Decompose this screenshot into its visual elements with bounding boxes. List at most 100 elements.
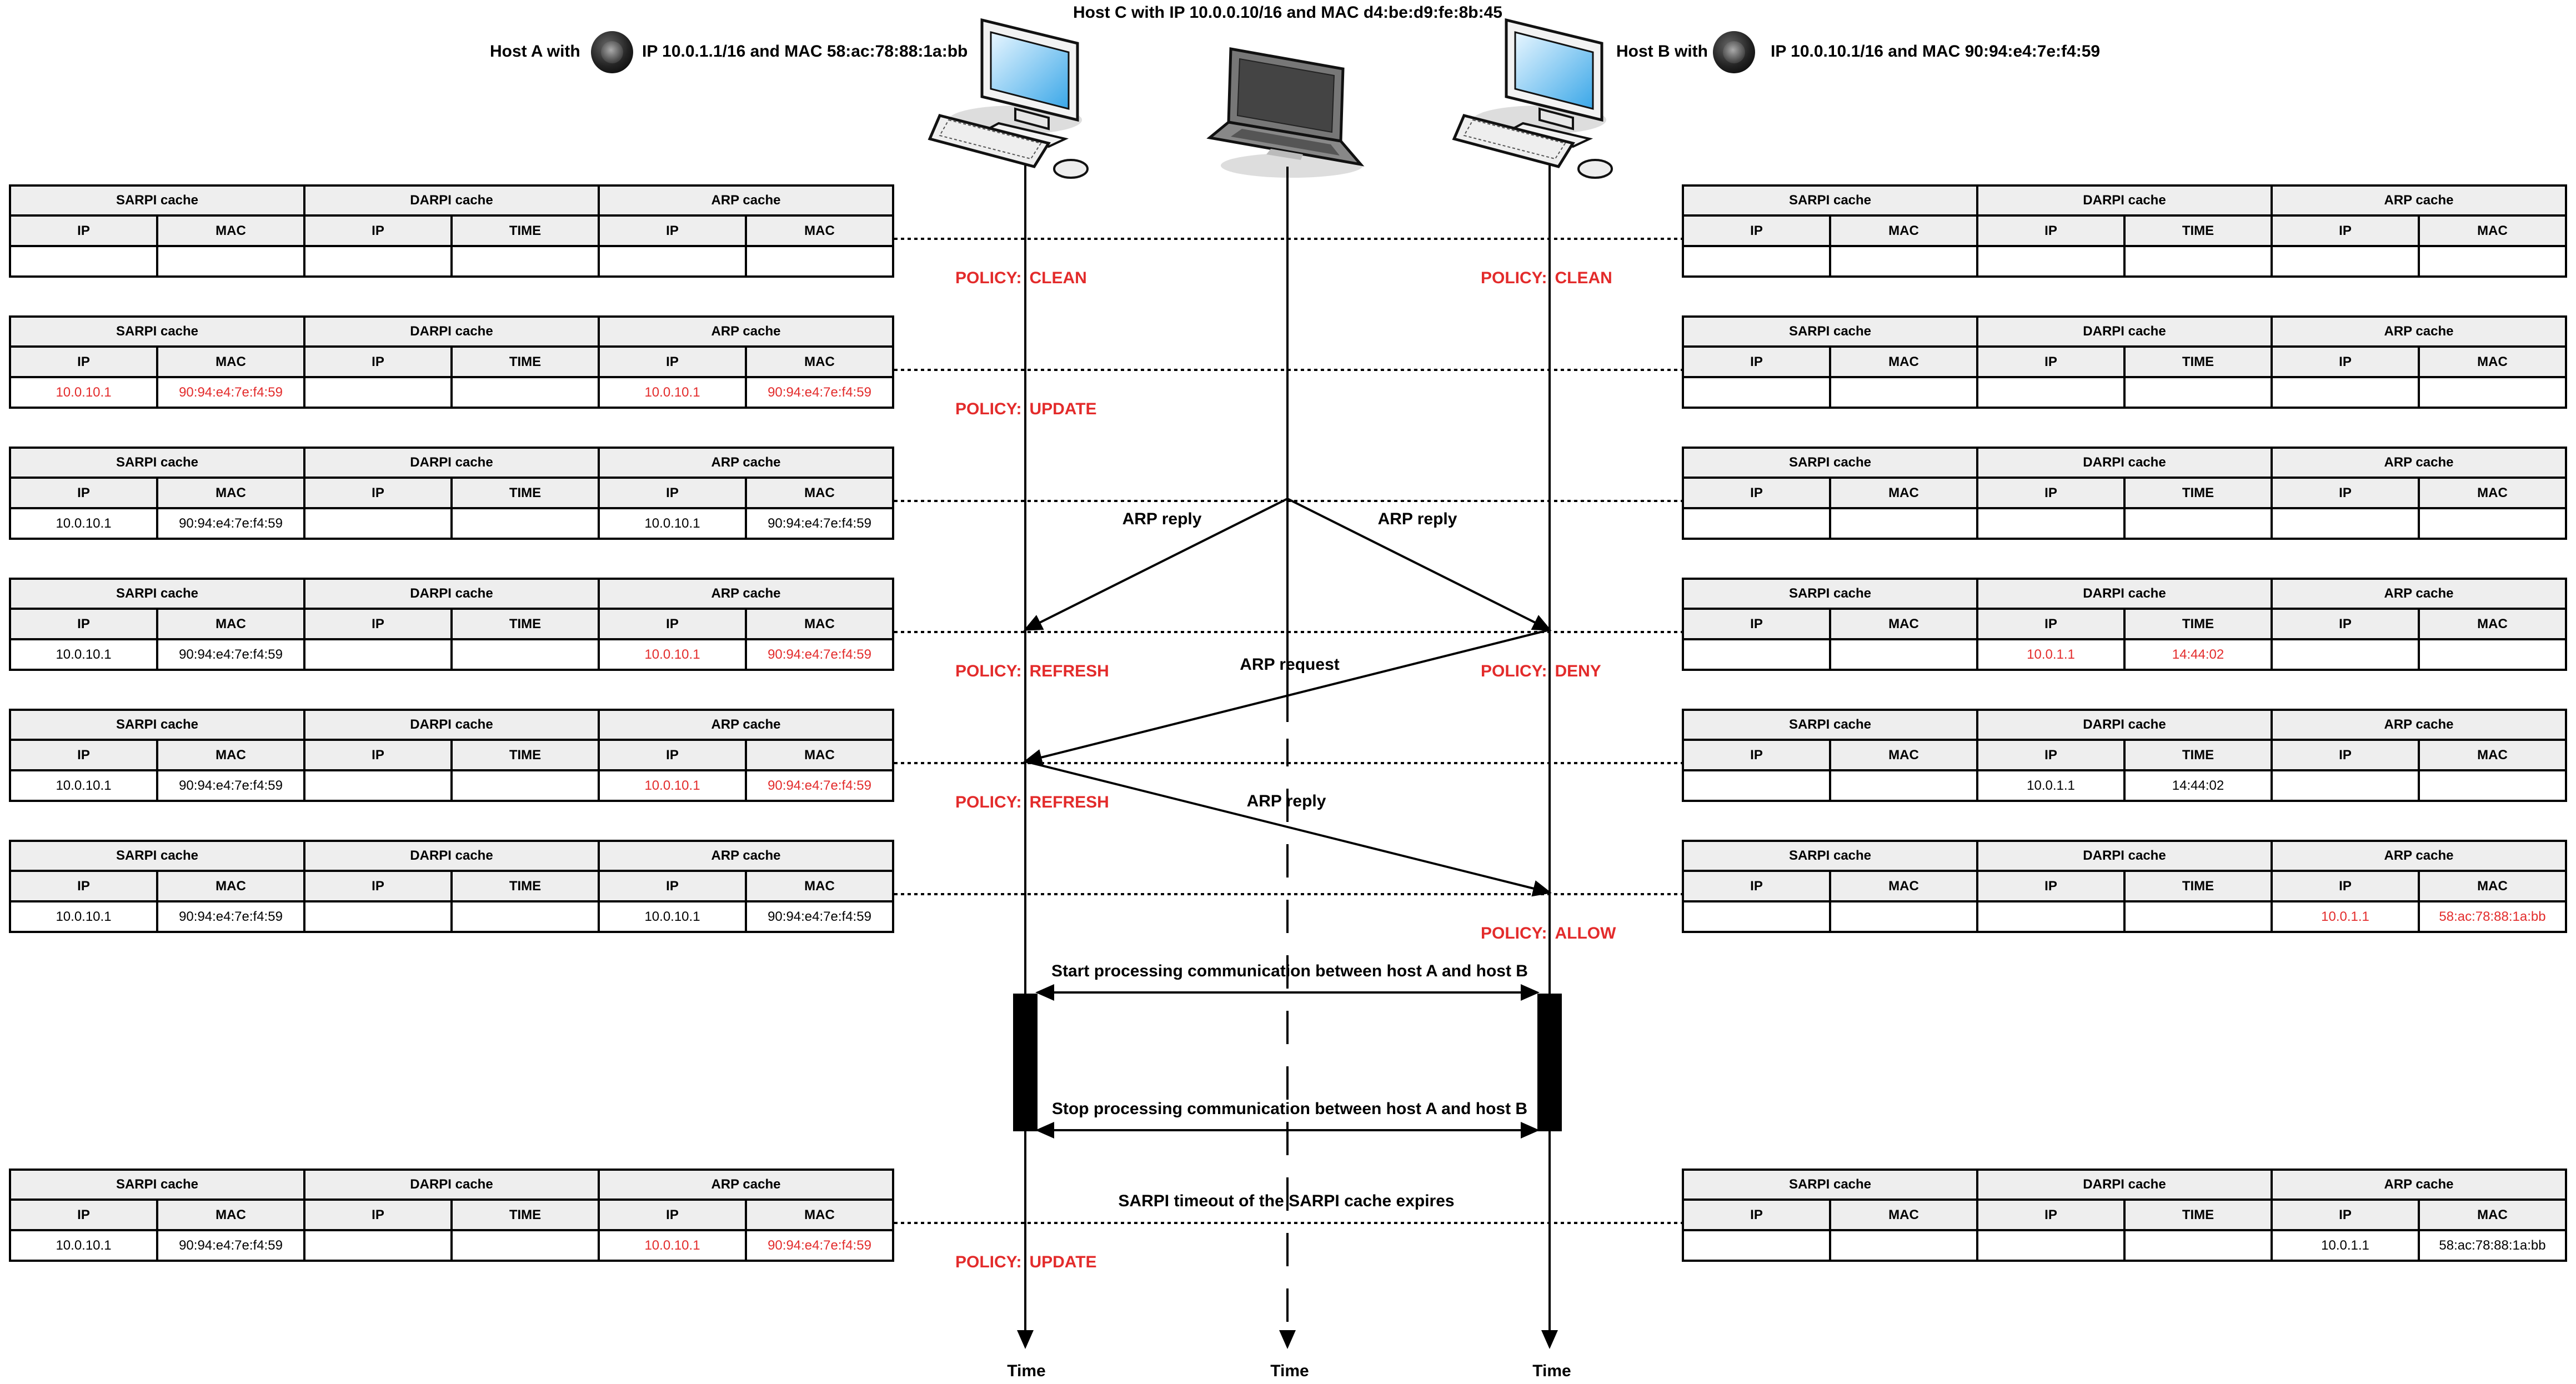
arp-ip-value	[598, 245, 747, 278]
sarpi-mac-value: 90:94:e4:7e:f4:59	[156, 638, 305, 671]
sarpi-ip-header: IP	[9, 739, 158, 771]
sarpi-mac-header: MAC	[156, 1199, 305, 1231]
label-stop-processing: Stop processing communication between ho…	[1051, 1100, 1528, 1118]
policy-value: DENY	[1555, 662, 1601, 680]
sarpi-mac-value	[1829, 638, 1978, 671]
darpi-ip-header: IP	[1976, 477, 2126, 509]
darpi-ip-value	[303, 1229, 453, 1262]
darpi-cache-header: DARPI cache	[1976, 1169, 2273, 1201]
darpi-time-header: TIME	[2123, 739, 2273, 771]
arp-cache-header: ARP cache	[598, 315, 894, 348]
darpi-time-header: TIME	[2123, 608, 2273, 640]
sarpi-mac-value	[1829, 900, 1978, 933]
arp-mac-value: 90:94:e4:7e:f4:59	[745, 376, 894, 409]
policy-host-a-row-2: POLICY:UPDATE	[955, 400, 1097, 419]
arp-mac-header: MAC	[2418, 608, 2567, 640]
sarpi-mac-value: 90:94:e4:7e:f4:59	[156, 769, 305, 802]
policy-host-a-row-7: POLICY:UPDATE	[955, 1253, 1097, 1272]
host-c-label: Host C with IP 10.0.0.10/16 and MAC d4:b…	[1073, 3, 1502, 22]
arp-cache-header: ARP cache	[2271, 315, 2567, 348]
sarpi-cache-header: SARPI cache	[1682, 578, 1978, 610]
arp-mac-value	[2418, 376, 2567, 409]
arp-cache-header: ARP cache	[2271, 184, 2567, 217]
activation-bar-host-a	[1013, 994, 1038, 1131]
sarpi-mac-value	[156, 245, 305, 278]
arp-mac-header: MAC	[2418, 1199, 2567, 1231]
sarpi-ip-header: IP	[1682, 214, 1831, 247]
darpi-ip-header: IP	[303, 477, 453, 509]
darpi-ip-value	[1976, 245, 2126, 278]
darpi-ip-value	[1976, 376, 2126, 409]
desktop-computer-icon-host-b	[1452, 18, 1613, 179]
arp-mac-value: 90:94:e4:7e:f4:59	[745, 769, 894, 802]
sarpi-cache-header: SARPI cache	[9, 315, 305, 348]
arp-cache-header: ARP cache	[2271, 709, 2567, 741]
sarpi-cache-header: SARPI cache	[1682, 184, 1978, 217]
arp-mac-value	[2418, 245, 2567, 278]
darpi-ip-header: IP	[303, 214, 453, 247]
darpi-time-value	[450, 1229, 600, 1262]
darpi-time-header: TIME	[450, 739, 600, 771]
sarpi-ip-header: IP	[9, 345, 158, 378]
darpi-time-header: TIME	[450, 345, 600, 378]
arrow-arp-reply-c-to-a	[1023, 498, 1288, 631]
darpi-cache-header: DARPI cache	[303, 578, 600, 610]
arp-ip-header: IP	[2271, 345, 2420, 378]
sarpi-ip-value: 10.0.10.1	[9, 376, 158, 409]
darpi-ip-header: IP	[303, 870, 453, 902]
arp-mac-header: MAC	[745, 477, 894, 509]
darpi-ip-value	[303, 376, 453, 409]
sarpi-mac-value: 90:94:e4:7e:f4:59	[156, 900, 305, 933]
arp-mac-header: MAC	[2418, 345, 2567, 378]
sarpi-mac-value	[1829, 376, 1978, 409]
time-label-host-c: Time	[1270, 1362, 1309, 1380]
arp-ip-value	[2271, 638, 2420, 671]
sarpi-cache-header: SARPI cache	[1682, 1169, 1978, 1201]
arp-ip-header: IP	[598, 739, 747, 771]
arp-ip-header: IP	[2271, 739, 2420, 771]
arp-mac-header: MAC	[745, 608, 894, 640]
policy-value: UPDATE	[1029, 1253, 1097, 1271]
sarpi-ip-value	[9, 245, 158, 278]
darpi-time-header: TIME	[2123, 1199, 2273, 1231]
sarpi-mac-value: 90:94:e4:7e:f4:59	[156, 507, 305, 540]
sarpi-mac-header: MAC	[1829, 345, 1978, 378]
policy-value: UPDATE	[1029, 400, 1097, 418]
darpi-time-value	[450, 507, 600, 540]
sarpi-ip-header: IP	[1682, 345, 1831, 378]
darpi-time-value	[2123, 900, 2273, 933]
arp-mac-value: 90:94:e4:7e:f4:59	[745, 638, 894, 671]
host-b-label-suffix: IP 10.0.10.1/16 and MAC 90:94:e4:7e:f4:5…	[1771, 42, 2101, 61]
sarpi-ip-header: IP	[1682, 739, 1831, 771]
darpi-cache-header: DARPI cache	[303, 315, 600, 348]
arp-ip-value: 10.0.10.1	[598, 769, 747, 802]
darpi-time-value	[450, 638, 600, 671]
sarpi-cache-header: SARPI cache	[1682, 447, 1978, 479]
darpi-cache-header: DARPI cache	[303, 1169, 600, 1201]
arp-ip-value	[2271, 769, 2420, 802]
host-a-label-prefix: Host A with	[490, 42, 580, 61]
sarpi-ip-value	[1682, 507, 1831, 540]
label-sarpi-timeout: SARPI timeout of the SARPI cache expires	[1118, 1192, 1455, 1210]
sarpi-ip-value	[1682, 638, 1831, 671]
activation-bar-host-b	[1537, 994, 1562, 1131]
sarpi-mac-header: MAC	[1829, 1199, 1978, 1231]
darpi-ip-header: IP	[1976, 739, 2126, 771]
sarpi-ip-value: 10.0.10.1	[9, 769, 158, 802]
arp-mac-value: 90:94:e4:7e:f4:59	[745, 507, 894, 540]
darpi-ip-value	[1976, 1229, 2126, 1262]
darpi-cache-header: DARPI cache	[1976, 578, 2273, 610]
policy-host-a-row-1: POLICY:CLEAN	[955, 269, 1087, 288]
darpi-time-value	[450, 245, 600, 278]
computer-icons	[928, 18, 1613, 179]
policy-host-b-row-1: POLICY:CLEAN	[1481, 269, 1612, 288]
darpi-ip-value	[303, 638, 453, 671]
policy-key: POLICY:	[955, 269, 1022, 287]
arp-mac-header: MAC	[745, 870, 894, 902]
sarpi-ip-header: IP	[9, 477, 158, 509]
arp-ip-header: IP	[598, 345, 747, 378]
